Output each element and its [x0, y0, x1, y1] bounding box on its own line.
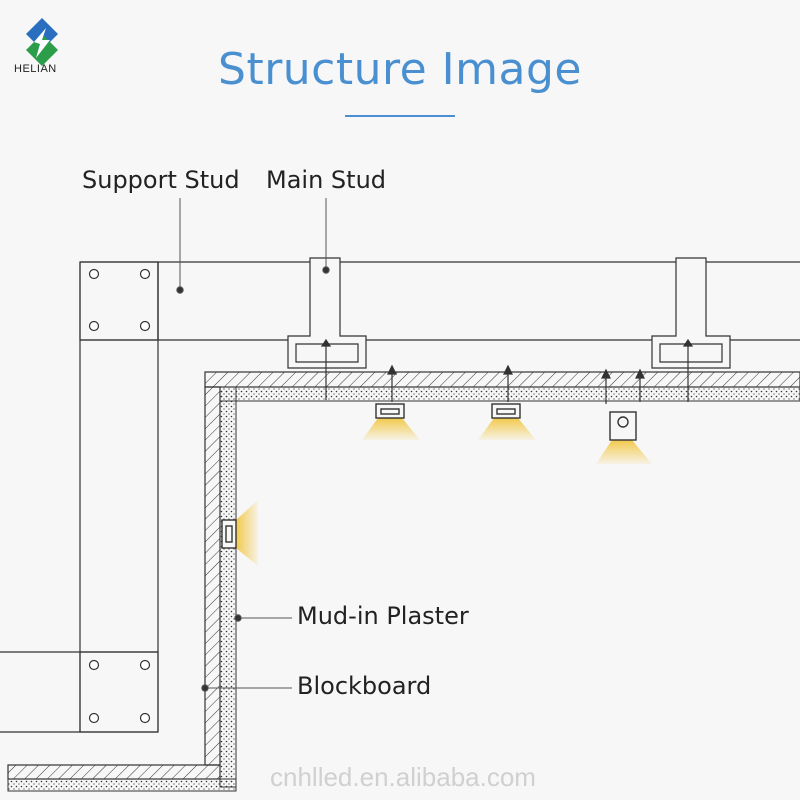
ceiling-plaster — [219, 386, 800, 402]
light-beam-1 — [362, 418, 420, 440]
watermark-text: cnhlled.en.alibaba.com — [270, 762, 536, 792]
main-stud-left — [287, 257, 367, 369]
ceiling-blockboard — [204, 371, 800, 388]
bolt-holes — [88, 268, 151, 724]
floor-plaster — [7, 778, 237, 792]
label-support-stud: Support Stud — [82, 166, 240, 194]
wall-blockboard — [204, 386, 221, 766]
top-joint-plate — [79, 261, 159, 341]
screws — [320, 338, 694, 404]
helian-logo-icon — [26, 18, 58, 66]
light-beam-3 — [596, 440, 652, 464]
light-beam-wall — [236, 500, 258, 566]
floor-blockboard — [7, 764, 221, 780]
brand-name: HELIAN — [14, 63, 57, 75]
bottom-joint-plate — [79, 651, 159, 733]
label-main-stud: Main Stud — [266, 166, 387, 194]
light-beam-2 — [478, 418, 536, 440]
page-title: Structure Image — [218, 44, 582, 95]
main-stud-right — [651, 257, 731, 369]
label-blockboard: Blockboard — [297, 672, 432, 700]
title-underline — [345, 115, 455, 117]
label-mud-in-plaster: Mud-in Plaster — [297, 602, 469, 630]
wall-plaster — [219, 386, 237, 788]
